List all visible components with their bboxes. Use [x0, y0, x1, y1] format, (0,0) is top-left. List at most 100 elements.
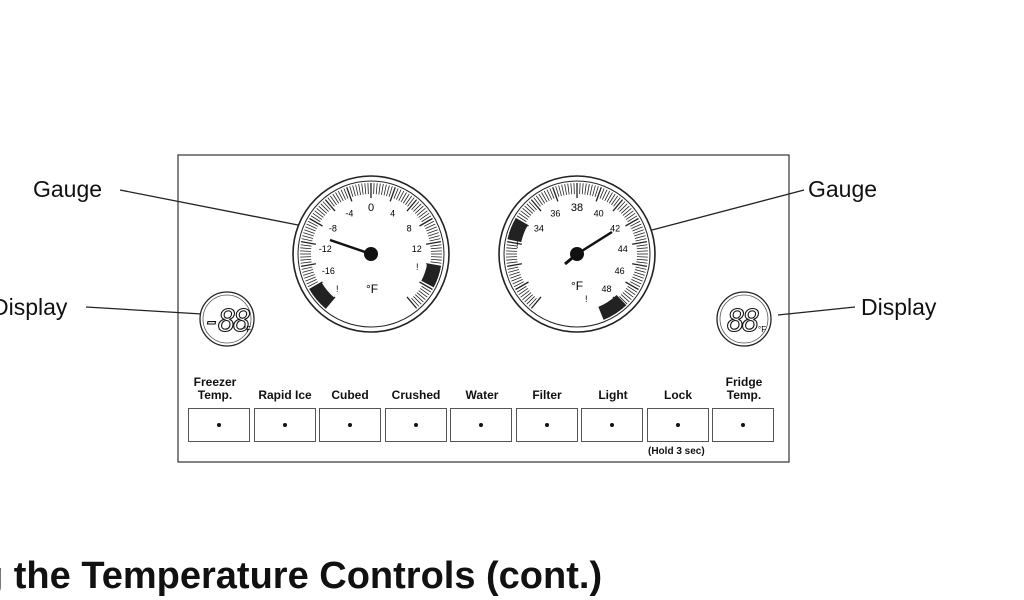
gauge-tick — [419, 281, 433, 291]
freezer-display — [199, 291, 255, 347]
button-indicator — [217, 423, 221, 427]
gauge-tick — [300, 244, 312, 247]
fridge-gauge-unit: °F — [571, 279, 583, 293]
gauge-tick — [429, 238, 441, 242]
fridge-display-unit: °F — [758, 325, 766, 334]
gauge-tick — [416, 208, 426, 216]
gauge-tick — [506, 258, 518, 261]
gauge-tick — [312, 212, 323, 220]
gauge-tick — [425, 223, 436, 230]
gauge-tick — [636, 244, 648, 247]
cubed-button[interactable] — [319, 408, 381, 442]
gauge-tick — [303, 232, 314, 237]
gauge-tick — [305, 276, 316, 282]
gauge-tick — [426, 241, 442, 245]
gauge-tick — [411, 201, 420, 211]
filter-button[interactable] — [516, 408, 578, 442]
gauge-leader-left — [119, 189, 299, 226]
gauge-tick — [428, 232, 439, 237]
freezer-warning-mark-2: ! — [416, 262, 419, 272]
gauge-tick — [414, 294, 424, 303]
gauge-tick — [349, 186, 354, 197]
gauge-tick — [512, 278, 523, 285]
gauge-tick — [634, 271, 645, 276]
gauge-tick-label: 8 — [407, 223, 412, 233]
gauge-tick — [522, 292, 532, 300]
button-indicator — [414, 423, 418, 427]
gauge-tick — [393, 188, 399, 199]
fridge-display — [716, 291, 772, 347]
gauge-tick — [318, 205, 328, 214]
gauge-tick — [337, 190, 344, 201]
gauge-tick — [375, 183, 378, 195]
gauge-tick — [418, 210, 428, 218]
gauge-tick — [619, 296, 628, 305]
gauge-tick — [518, 212, 529, 220]
water-button[interactable] — [450, 408, 512, 442]
gauge-tick — [358, 184, 361, 195]
gauge-tick-label: -4 — [345, 208, 353, 218]
gauge-tick — [625, 281, 639, 291]
freezer-display-value: -88 — [203, 304, 250, 339]
gauge-tick — [624, 210, 634, 218]
freezer-gauge-needle — [329, 238, 372, 256]
gauge-tick — [634, 232, 645, 237]
gauge-tick — [405, 195, 413, 206]
fridge-temp-button[interactable] — [712, 408, 774, 442]
gauge-tick — [421, 215, 432, 223]
gauge-tick — [632, 276, 643, 282]
gauge-tick — [541, 192, 548, 203]
fridge-warning-mark-2: ! — [585, 294, 588, 304]
gauge-tick-label: 46 — [615, 266, 625, 276]
gauge-tick-label: 12 — [412, 244, 422, 254]
lock-label: Lock — [663, 388, 692, 402]
gauge-tick — [329, 195, 337, 206]
gauge-tick — [549, 188, 555, 199]
gauge-tick — [305, 226, 316, 232]
gauge-tick — [633, 229, 644, 234]
gauge-tick — [634, 269, 646, 273]
gauge-tick — [515, 281, 529, 291]
gauge-leader-right — [651, 189, 805, 231]
gauge-tick — [608, 193, 616, 204]
fridge-temp-label: Fridge Temp. — [725, 375, 763, 402]
freezer-warning-mark-1: ! — [336, 284, 339, 294]
cubed-label: Cubed — [331, 388, 369, 402]
gauge-tick-label: -16 — [322, 266, 335, 276]
crushed-button[interactable] — [385, 408, 447, 442]
gauge-tick — [411, 297, 420, 307]
gauge-tick — [624, 290, 634, 298]
gauge-tick — [635, 238, 647, 242]
gauge-tick — [633, 274, 644, 279]
gauge-tick — [346, 187, 353, 202]
gauge-tick — [635, 266, 647, 270]
gauge-tick — [567, 183, 570, 195]
gauge-tick — [389, 187, 396, 202]
gauge-tick — [625, 217, 639, 227]
gauge-tick — [508, 269, 520, 273]
gauge-tick-label: 48 — [602, 284, 612, 294]
gauge-tick — [526, 296, 535, 305]
gauge-tick — [400, 192, 407, 203]
gauge-tick — [424, 220, 435, 227]
gauge-tick — [564, 184, 567, 195]
gauge-tick — [506, 247, 518, 250]
gauge-tick — [300, 241, 316, 245]
gauge-tick — [406, 296, 418, 309]
light-button[interactable] — [581, 408, 643, 442]
gauge-tick — [307, 220, 318, 227]
gauge-tick — [620, 294, 630, 303]
gauge-tick — [430, 247, 442, 250]
gauge-tick — [570, 183, 573, 195]
button-indicator — [676, 423, 680, 427]
gauge-tick — [419, 212, 430, 220]
lock-button[interactable] — [647, 408, 709, 442]
gauge-tick — [340, 189, 347, 200]
freezer-temp-button[interactable] — [188, 408, 250, 442]
gauge-tick — [307, 281, 318, 288]
rapid-ice-button[interactable] — [254, 408, 316, 442]
gauge-tick — [303, 271, 314, 276]
gauge-tick — [587, 184, 590, 195]
button-indicator — [283, 423, 287, 427]
